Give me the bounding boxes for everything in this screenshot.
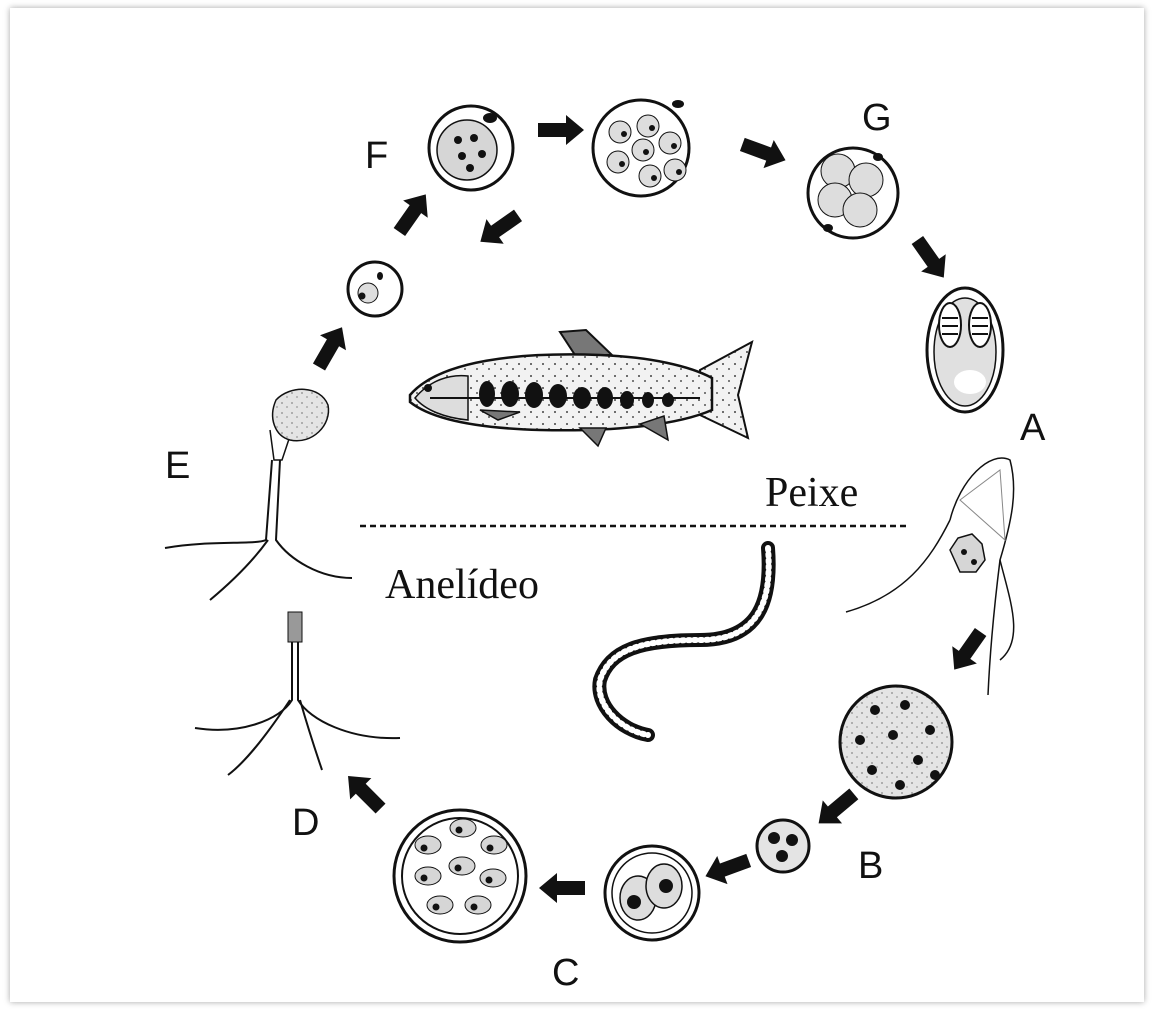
stage-label-b: B <box>858 845 883 887</box>
stage-a-triactinomyxon <box>846 458 1014 695</box>
stage-g-four-cells <box>808 148 898 238</box>
arrow-b-to-b2 <box>809 782 864 835</box>
stage-label-g: G <box>862 97 892 139</box>
stage-b-pansporocyst <box>840 686 952 798</box>
stage-a-myxospore <box>927 288 1003 412</box>
stage-c-pansporocyst <box>394 810 526 942</box>
arrow-c-to-c2 <box>539 873 585 903</box>
fish-host-label: Peixe <box>765 470 858 516</box>
annelid-host-label: Anelídeo <box>385 562 539 608</box>
arrow-f1-to-f2 <box>387 186 438 241</box>
arrow-g1-to-g2 <box>737 130 790 174</box>
stage-f-plasmodium <box>429 106 513 190</box>
stage-f-small-cell <box>348 262 402 316</box>
arrow-c-to-d <box>337 765 391 819</box>
stage-label-e: E <box>165 445 190 487</box>
stage-label-a: A <box>1020 407 1046 449</box>
stage-label-c: C <box>552 952 579 994</box>
arrow-a-to-b <box>942 623 993 678</box>
stage-d-actinospore <box>195 612 400 775</box>
stage-label-d: D <box>292 802 319 844</box>
arrow-f-return <box>472 203 527 254</box>
stage-label-f: F <box>365 135 388 177</box>
annelid-worm-illustration <box>599 548 768 735</box>
stage-b-small-cell <box>757 820 809 872</box>
fish-illustration <box>410 330 752 446</box>
arrow-b2-to-c <box>700 846 753 890</box>
arrow-g-to-a <box>905 231 956 286</box>
stage-g-multicellular <box>593 100 689 196</box>
arrow-e-to-f1 <box>306 320 355 375</box>
stage-e-triactinomyxon <box>165 389 352 600</box>
arrow-f-to-g1 <box>538 115 584 145</box>
stage-c-binucleate <box>605 846 699 940</box>
